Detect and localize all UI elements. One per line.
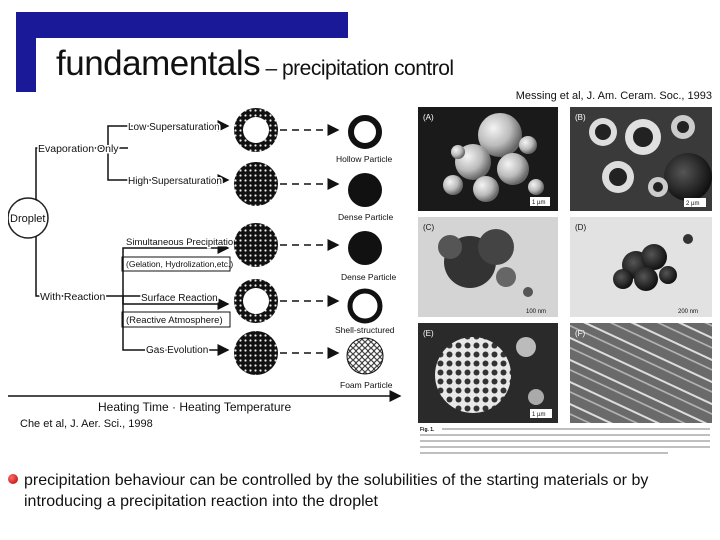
title-subtitle: – precipitation control bbox=[260, 57, 454, 80]
label-gelation: (Gelation, Hydrolization,etc.) bbox=[126, 259, 233, 269]
title-accent-side bbox=[16, 12, 36, 92]
photo-label-f: (F) bbox=[575, 329, 586, 338]
photo-caption-label: Fig. 1. bbox=[420, 427, 435, 433]
title-accent-bar bbox=[36, 12, 348, 38]
label-with-reaction: With Reaction bbox=[40, 291, 106, 303]
precipitation-diagram: Droplet Evaporation Only With Reaction L… bbox=[8, 108, 402, 414]
label-dense-2: Dense Particle bbox=[341, 272, 397, 282]
hollow-particle bbox=[348, 115, 382, 149]
droplet-label: Droplet bbox=[10, 213, 45, 225]
title-main: fundamentals bbox=[56, 44, 261, 83]
photo-a: (A) 1 µm bbox=[418, 107, 558, 211]
photo-caption-lines bbox=[420, 428, 710, 454]
citation-messing: Messing et al, J. Am. Ceram. Soc., 1993 bbox=[515, 90, 712, 102]
dense-particle-1 bbox=[348, 173, 382, 207]
sem-photo-grid: (A) 1 µm (B) 2 µm (C) 100 nm (D) 20 bbox=[418, 107, 712, 454]
photo-scale-a: 1 µm bbox=[532, 200, 545, 206]
slide-title: fundamentals – precipitation control bbox=[56, 44, 454, 84]
bullet-icon bbox=[8, 474, 18, 484]
intermediate-gas bbox=[234, 331, 278, 375]
dense-particle-2 bbox=[348, 231, 382, 265]
label-high-supersaturation: High Supersaturation bbox=[128, 176, 222, 187]
label-surface-reaction: Surface Reaction bbox=[141, 293, 218, 304]
bullet-point: precipitation behaviour can be controlle… bbox=[8, 470, 712, 512]
intermediate-dense-high bbox=[234, 162, 278, 206]
label-low-supersaturation: Low Supersaturation bbox=[128, 122, 220, 133]
photo-label-e: (E) bbox=[423, 329, 434, 338]
photo-label-c: (C) bbox=[423, 223, 434, 232]
citation-che: Che et al, J. Aer. Sci., 1998 bbox=[20, 418, 153, 430]
photo-d: (D) 200 nm bbox=[570, 217, 712, 317]
photo-e: (E) 1 µm bbox=[418, 323, 558, 423]
photo-label-d: (D) bbox=[575, 223, 586, 232]
bullet-text: precipitation behaviour can be controlle… bbox=[24, 472, 649, 510]
photo-scale-e: 1 µm bbox=[532, 412, 545, 418]
droplet-circle bbox=[8, 197, 49, 239]
photo-b: (B) 2 µm bbox=[570, 107, 712, 211]
photo-scale-d: 200 nm bbox=[678, 309, 698, 315]
axis-label: Heating Time · Heating Temperature bbox=[98, 400, 292, 414]
label-shell: Shell-structured bbox=[335, 325, 395, 335]
label-foam: Foam Particle bbox=[340, 380, 393, 390]
photo-label-a: (A) bbox=[423, 113, 434, 122]
photo-f: (F) bbox=[570, 323, 712, 423]
intermediate-gel bbox=[234, 223, 278, 267]
label-evaporation-only: Evaporation Only bbox=[38, 143, 119, 155]
label-hollow: Hollow Particle bbox=[336, 154, 392, 164]
photo-scale-c: 100 nm bbox=[526, 309, 546, 315]
photo-scale-b: 2 µm bbox=[686, 201, 699, 207]
title-accent-gap bbox=[36, 38, 54, 92]
label-dense-1: Dense Particle bbox=[338, 212, 394, 222]
photo-label-b: (B) bbox=[575, 113, 586, 122]
foam-particle bbox=[346, 337, 384, 375]
label-gas-evolution: Gas Evolution bbox=[146, 345, 208, 356]
shell-particle bbox=[347, 288, 383, 324]
photo-c: (C) 100 nm bbox=[418, 217, 558, 317]
label-reactive-atmosphere: (Reactive Atmosphere) bbox=[126, 315, 223, 326]
label-simultaneous: Simultaneous Precipitation bbox=[126, 237, 238, 248]
